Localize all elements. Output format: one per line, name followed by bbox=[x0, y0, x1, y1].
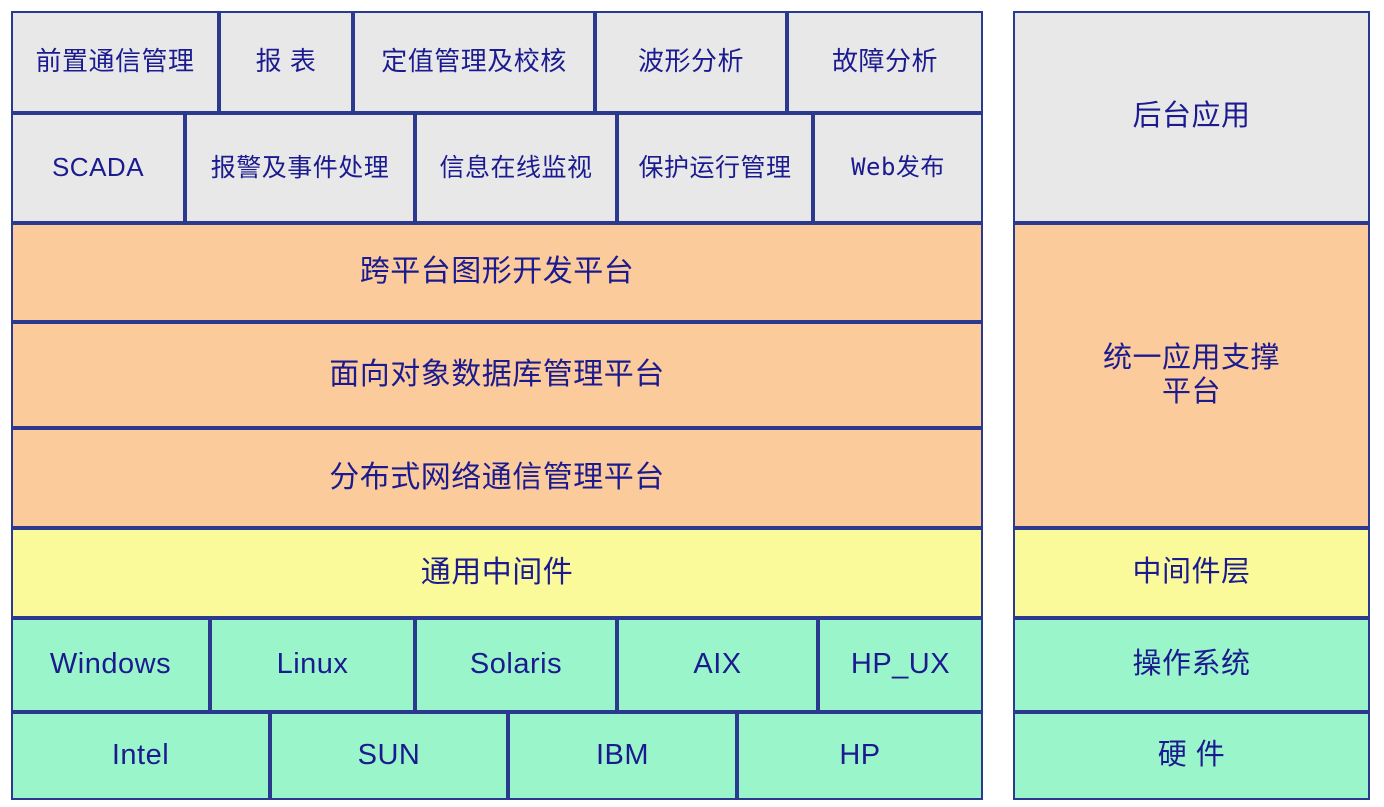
platform-row-oodb[interactable]: 面向对象数据库管理平台 bbox=[11, 322, 983, 428]
app-cell-web-publish[interactable]: Web发布 bbox=[813, 113, 983, 223]
os-cell-linux[interactable]: Linux bbox=[210, 618, 415, 712]
os-cell-solaris[interactable]: Solaris bbox=[415, 618, 617, 712]
side-label-unified-support-platform: 统一应用支撑 平台 bbox=[1013, 223, 1370, 528]
os-cell-aix[interactable]: AIX bbox=[617, 618, 818, 712]
side-label-middleware-layer: 中间件层 bbox=[1013, 528, 1370, 618]
hw-cell-hp[interactable]: HP bbox=[737, 712, 983, 800]
app-cell-alarm-event[interactable]: 报警及事件处理 bbox=[185, 113, 415, 223]
side-label-hardware: 硬 件 bbox=[1013, 712, 1370, 800]
app-cell-fault-analysis[interactable]: 故障分析 bbox=[787, 11, 983, 113]
side-label-backend-application: 后台应用 bbox=[1013, 11, 1370, 223]
hw-cell-ibm[interactable]: IBM bbox=[508, 712, 737, 800]
side-label-operating-system: 操作系统 bbox=[1013, 618, 1370, 712]
app-cell-protection-ops[interactable]: 保护运行管理 bbox=[617, 113, 813, 223]
app-cell-waveform-analysis[interactable]: 波形分析 bbox=[595, 11, 787, 113]
app-cell-scada[interactable]: SCADA bbox=[11, 113, 185, 223]
app-cell-setting-mgmt[interactable]: 定值管理及校核 bbox=[353, 11, 595, 113]
os-cell-windows[interactable]: Windows bbox=[11, 618, 210, 712]
middleware-row-common[interactable]: 通用中间件 bbox=[11, 528, 983, 618]
hw-cell-sun[interactable]: SUN bbox=[270, 712, 508, 800]
app-cell-online-monitor[interactable]: 信息在线监视 bbox=[415, 113, 617, 223]
hw-cell-intel[interactable]: Intel bbox=[11, 712, 270, 800]
app-cell-front-comm[interactable]: 前置通信管理 bbox=[11, 11, 219, 113]
platform-row-distributed-net[interactable]: 分布式网络通信管理平台 bbox=[11, 428, 983, 528]
os-cell-hp-ux[interactable]: HP_UX bbox=[818, 618, 983, 712]
platform-row-graphics[interactable]: 跨平台图形开发平台 bbox=[11, 223, 983, 322]
app-cell-report[interactable]: 报 表 bbox=[219, 11, 353, 113]
